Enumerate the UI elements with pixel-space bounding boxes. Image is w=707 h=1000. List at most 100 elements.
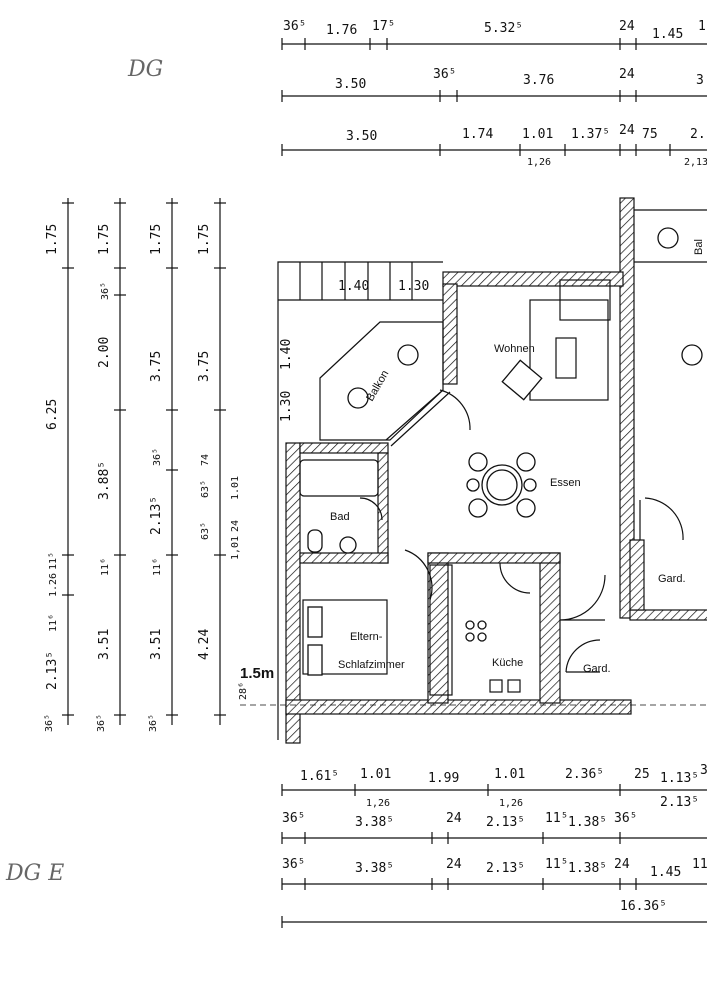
dim-label: 2,13 [684,157,707,168]
apartment-walls [285,197,707,744]
dim-label: 2. [690,127,706,142]
room-label-balkon: Balkon [364,368,391,403]
handwriting-bottom: DG E [5,861,64,886]
dim-label: 1.01 [494,767,525,782]
dim-label: 24 [230,520,241,532]
dim-label: 24 [614,857,630,872]
dim-label: 3.50 [346,129,377,144]
inner-dimension-labels: 1.40 1.30 1.40 1.30 [279,279,429,422]
dim-label: 24 [619,19,635,34]
dim-label: 1.75 [149,224,164,255]
dim-label: 36⁵ [282,811,305,826]
room-label-wohnen: Wohnen [494,343,535,355]
left-dimension-lines [62,198,226,725]
dim-label: 11 [692,857,707,872]
dim-label: 36⁵ [152,448,163,466]
dim-label: 25 [634,767,650,782]
dim-label: 3.88⁵ [97,461,112,500]
room-label-kueche: Küche [492,657,523,669]
dim-label: 11⁵ [48,552,59,570]
dim-label: 1,26 [499,798,523,809]
handwriting-top: DG [127,57,163,82]
room-label-essen: Essen [550,477,581,489]
living-furniture [307,227,703,676]
scale-sub-label: 28⁶ [238,682,249,700]
dim-label: 1.45 [652,27,683,42]
dim-label: 1.26 [48,573,59,597]
dim-label: 1.40 [279,339,294,370]
dim-label: 1.01 [360,767,391,782]
dim-label: 3.50 [335,77,366,92]
dim-label: 1.01 [230,476,241,500]
room-label-eltern: Eltern- [350,631,383,643]
room-label-gard1: Gard. [658,573,686,585]
dim-label: 24 [446,857,462,872]
dim-label: 1.75 [197,224,212,255]
dim-label: 3.51 [149,629,164,660]
dim-label: 6.25 [45,399,60,430]
dim-label: 3 [700,763,707,778]
dim-label: 1,26 [527,157,551,168]
dim-label: 1,26 [366,798,390,809]
dim-label: 36⁵ [148,714,159,732]
dim-label: 1.75 [97,224,112,255]
dim-label: 2.13⁵ [660,795,699,810]
dim-label: 16.36⁵ [620,899,667,914]
dim-label: 2.36⁵ [565,767,604,782]
dim-label: 1.61⁵ [300,769,339,784]
dim-label: 3.51 [97,629,112,660]
dim-label: 2.13⁵ [486,815,525,830]
dim-label: 36⁵ [282,857,305,872]
dim-label: 1.99 [428,771,459,786]
dim-label: 63⁵ [200,522,211,540]
dim-label: 3.75 [149,351,164,382]
dim-label: 2.00 [97,337,112,368]
bottom-dimension-lines [281,784,707,928]
dim-label: 36⁵ [614,811,637,826]
dim-label: 17⁵ [372,19,395,34]
dim-label: 1.37⁵ [571,127,610,142]
dim-label: 11⁶ [100,558,111,576]
room-label-bal: Bal [693,239,705,255]
dim-label: 2.13⁵ [149,496,164,535]
room-label-gard2: Gard. [583,663,611,675]
dim-label: 2.13⁵ [45,651,60,690]
dim-label: 1.75 [45,224,60,255]
dim-label: 3.38⁵ [355,861,394,876]
plan-outlines [240,209,707,740]
dim-label: 3 [696,73,704,88]
dim-label: 1.30 [398,279,429,294]
dim-label: 1.38⁵ [568,861,607,876]
dim-label: 1.76 [326,23,357,38]
top-dimension-labels: 36⁵ 1.76 17⁵ 5.32⁵ 24 1.45 1 3.50 36⁵ 3.… [283,19,707,168]
dim-label: 2.13⁵ [486,861,525,876]
top-dimension-lines [281,38,707,156]
dim-label: 36⁵ [44,714,55,732]
dim-label: 1.01 [522,127,553,142]
dim-label: 36⁵ [433,67,456,82]
bottom-dimension-labels: 1.61⁵ 1.01 1.99 1.01 2.36⁵ 25 1.13⁵ 3 1,… [282,763,707,914]
dining-table [466,452,537,518]
dim-label: 75 [642,127,658,142]
dim-label: 11⁵ [545,811,568,826]
dim-label: 4.24 [197,629,212,660]
left-dimension-labels: 1.75 6.25 2.13⁵ 11⁶ 1.26 11⁵ 36⁵ 1.75 36… [44,224,241,732]
dim-label: 74 [200,454,211,466]
scale-label: 1.5m [240,665,274,682]
dim-label: 1,01 [230,536,241,560]
dim-label: 1.38⁵ [568,815,607,830]
dim-label: 24 [619,67,635,82]
dim-label: 1.30 [279,391,294,422]
dim-label: 11⁶ [152,558,163,576]
dim-label: 1.13⁵ [660,771,699,786]
dim-label: 36⁵ [100,282,111,300]
dim-label: 63⁵ [200,480,211,498]
room-label-schlafzimmer: Schlafzimmer [338,659,405,671]
dim-label: 1 [698,19,706,34]
room-label-bad: Bad [330,511,350,523]
dim-label: 1.45 [650,865,681,880]
dim-label: 24 [446,811,462,826]
dim-label: 3.76 [523,73,554,88]
dim-label: 3.75 [197,351,212,382]
